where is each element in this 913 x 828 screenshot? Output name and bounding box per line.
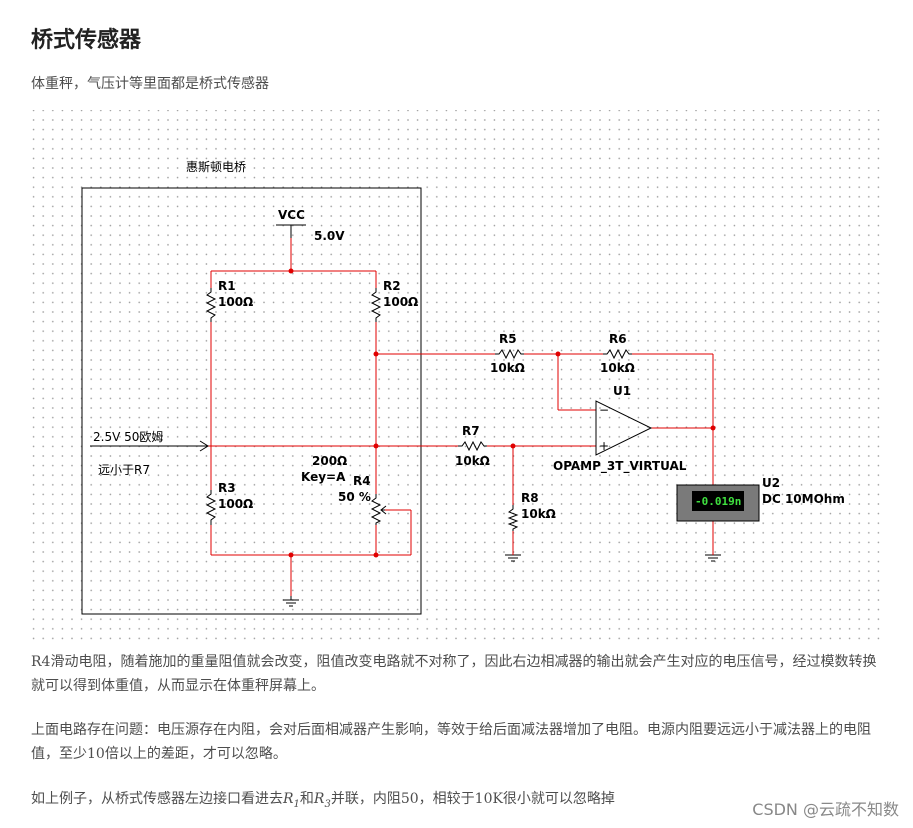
- resistor-shapes: [205, 288, 632, 531]
- u2-voltmeter: -0.019n: [676, 484, 760, 522]
- r2-name: R2: [383, 279, 401, 293]
- intro-text: 体重秤，气压计等里面都是桥式传感器: [31, 76, 269, 92]
- bridge-label: 惠斯顿电桥: [186, 160, 246, 174]
- r5-symbol: [495, 348, 524, 360]
- r8-name: R8: [521, 491, 539, 505]
- r1-value: 100Ω: [218, 295, 253, 309]
- r4-wiper: [380, 505, 387, 515]
- junctions: [288, 268, 716, 558]
- explanation-paragraph-3: 如上例子，从桥式传感器左边接口看进去R1和R3并联，内阻50，相较于10K很小就…: [31, 787, 881, 817]
- r6-value: 10kΩ: [600, 361, 635, 375]
- u1-model: OPAMP_3T_VIRTUAL: [553, 459, 687, 474]
- opamp-minus: −: [599, 403, 609, 417]
- u2-mode: DC 10MOhm: [762, 492, 845, 506]
- explanation-paragraph-2: 上面电路存在问题：电压源存在内阻，会对后面相减器产生影响，等效于给后面减法器增加…: [31, 722, 871, 762]
- note-less-than: 远小于R7: [98, 463, 150, 477]
- u2-name: U2: [762, 476, 780, 490]
- r8-symbol: [507, 505, 519, 531]
- r1-name: R1: [218, 279, 236, 293]
- r7-name: R7: [462, 424, 480, 438]
- vcc-value: 5.0V: [314, 229, 345, 243]
- math-r3: R3: [313, 791, 331, 810]
- r4-symbol: [370, 494, 382, 525]
- r6-name: R6: [609, 332, 627, 346]
- r4-percent: 50 %: [338, 490, 371, 504]
- note-voltage: 2.5V 50欧姆: [93, 430, 163, 444]
- csdn-watermark: CSDN @云疏不知数: [752, 800, 899, 819]
- r3-name: R3: [218, 481, 236, 495]
- r1-symbol: [205, 288, 217, 322]
- r2-symbol: [370, 288, 382, 322]
- r8-value: 10kΩ: [521, 507, 556, 521]
- r4-key: Key=A: [301, 470, 346, 484]
- opamp-plus: +: [599, 439, 609, 453]
- r4-value: 200Ω: [312, 454, 347, 468]
- math-r1: R1: [283, 791, 300, 810]
- input-arrow: [90, 440, 209, 452]
- r7-value: 10kΩ: [455, 454, 490, 468]
- paragraph-3-and: 和: [299, 791, 314, 807]
- r7-symbol: [458, 440, 487, 452]
- u1-name: U1: [613, 384, 631, 398]
- grid-background: [31, 110, 883, 642]
- bridge-frame: [81, 187, 422, 615]
- explanation-paragraph-1: R4滑动电阻，随着施加的重量阻值就会改变，阻值改变电路就不对称了，因此右边相减器…: [31, 654, 877, 694]
- u2-reading: -0.019n: [695, 495, 741, 508]
- r3-value: 100Ω: [218, 497, 253, 511]
- r5-value: 10kΩ: [490, 361, 525, 375]
- page-title: 桥式传感器: [31, 28, 142, 53]
- r6-symbol: [603, 348, 632, 360]
- r2-value: 100Ω: [383, 295, 418, 309]
- opamp-symbol: [595, 400, 653, 456]
- paragraph-3-before: 如上例子，从桥式传感器左边接口看进去: [31, 791, 283, 807]
- paragraph-3-after: 并联，内阻50，相较于10K很小就可以忽略掉: [330, 791, 615, 807]
- vcc-source: [276, 224, 306, 238]
- r5-name: R5: [499, 332, 517, 346]
- vcc-label: VCC: [278, 208, 305, 222]
- ground-stubs: [512, 553, 714, 555]
- bridge-sensor-circuit: 惠斯顿电桥 VCC 5.0V: [31, 110, 883, 642]
- r4-name: R4: [353, 474, 371, 488]
- r3-symbol: [205, 490, 217, 525]
